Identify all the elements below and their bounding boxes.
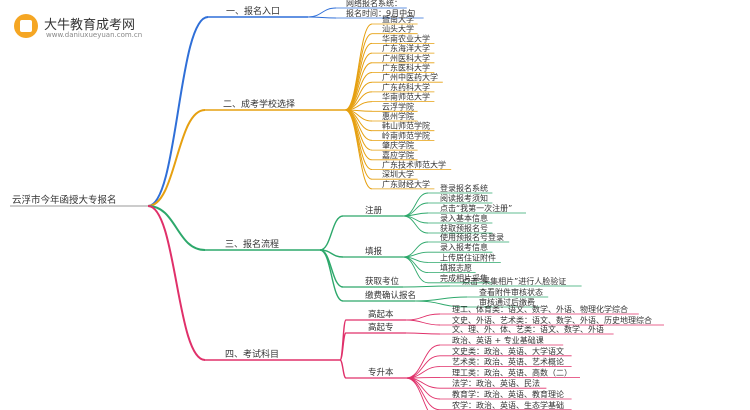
leaf-connector	[414, 300, 468, 308]
leaf-connector	[307, 16, 337, 19]
branch-4-sub-item: 政治、英语 + 专业基础课	[452, 335, 544, 345]
leaf-connector	[344, 42, 373, 111]
branch-2-item: 广东药科大学	[382, 82, 430, 92]
leaf-connector	[402, 256, 429, 284]
branch-3-sub-item: 点击“采集相片”进行人脸验证	[462, 276, 566, 286]
leaf-connector	[402, 212, 429, 217]
branch-4-sub-label: 高起本	[368, 309, 394, 320]
branch-1-item: 网络报名系统：	[346, 0, 402, 8]
root-node: 云浮市今年函授大专报名	[12, 194, 117, 206]
branch-2-item: 汕头大学	[382, 24, 414, 34]
branch-connector	[147, 109, 206, 207]
leaf-connector	[402, 192, 429, 217]
leaf-connector	[405, 377, 429, 410]
branch-4-sub-item: 文、理、外、体、艺类：语文、数学、外语	[452, 324, 604, 334]
leaf-connector	[414, 296, 468, 302]
leaf-connector	[402, 215, 429, 234]
branch-connector	[147, 16, 209, 207]
sub-connector	[339, 332, 347, 361]
branch-3-sub-label: 填报	[365, 246, 383, 257]
leaf-connector	[405, 366, 441, 379]
leaf-connector	[405, 313, 441, 321]
branch-4-sub-label: 高起专	[368, 322, 394, 333]
logo-url: www.daniuxueyuan.com.cn	[46, 31, 143, 39]
leaf-connector	[405, 332, 441, 335]
branch-3-label: 三、报名流程	[225, 238, 279, 250]
branch-3-sub-item: 登录报名系统	[440, 183, 488, 193]
branch-3-sub-item: 审核通过后缴费	[479, 297, 535, 307]
branch-2-item: 广东财经大学	[382, 179, 430, 189]
leaf-connector	[307, 7, 337, 18]
branch-2-item: 广东技术师范大学	[382, 160, 446, 170]
branch-2-item: 岭南师范学院	[382, 130, 430, 140]
branch-3-sub-item: 查看附件审核状态	[479, 287, 543, 297]
branch-2-item: 云浮学院	[382, 101, 414, 111]
branch-connector	[147, 205, 206, 361]
branch-2-item: 韩山师范学院	[382, 121, 430, 131]
leaf-connector	[405, 344, 441, 379]
branch-4-sub-item: 文史类：政治、英语、大学语文	[452, 346, 564, 356]
branch-2-item: 惠州学院	[382, 111, 414, 121]
branch-4-sub-item: 法学：政治、英语、民法	[452, 378, 540, 388]
branch-4-sub-item: 理工、体育类：语文、数学、外语、物理化学综合	[452, 304, 628, 314]
branch-1-item: 报名时间：9月中旬	[346, 8, 415, 18]
logo-title: 大牛教育成考网	[44, 18, 136, 33]
branch-4-sub-item: 农学：政治、英语、生态学基础	[452, 400, 564, 410]
branch-3-sub-item: 录入基本信息	[440, 213, 488, 223]
branch-2-item: 肇庆学院	[382, 140, 414, 150]
branch-4-sub-label: 专升本	[368, 367, 394, 378]
leaf-connector	[405, 377, 441, 400]
branch-2-item: 嘉应学院	[382, 150, 414, 160]
branch-3-sub-item: 点击“我第一次注册”	[440, 203, 512, 213]
branch-3-sub-label: 注册	[365, 205, 383, 216]
branch-1-label: 一、报名入口	[226, 5, 280, 17]
branch-3-sub-label: 缴费确认报名	[365, 290, 416, 301]
sub-connector	[339, 359, 347, 379]
branch-2-item: 广东海洋大学	[382, 43, 430, 53]
branch-2-item: 华南农业大学	[382, 33, 430, 43]
sub-connector	[339, 319, 347, 361]
branch-3-sub-item: 填报志愿	[440, 263, 472, 273]
leaf-connector	[402, 285, 451, 288]
branch-3-sub-item: 阅读报考须知	[440, 193, 488, 203]
branch-3-sub-item: 录入报考信息	[440, 242, 488, 252]
branch-3-sub-item: 上传居住证附件	[440, 252, 496, 262]
branch-4-sub-item: 文史、外语、艺术类：语文、数学、外语、历史地理综合	[452, 315, 652, 325]
branch-connector	[147, 205, 206, 251]
branch-3-sub-label: 获取考位	[365, 276, 400, 287]
branch-2-label: 二、成考学校选择	[223, 98, 295, 110]
book-icon	[14, 14, 38, 38]
sub-connector	[319, 249, 344, 302]
branch-4-sub-item: 理工类：政治、英语、高数（二）	[452, 367, 572, 377]
sub-connector	[319, 215, 344, 251]
branch-3-sub-item: 使用预报名号登录	[440, 232, 504, 242]
branch-3-sub-item: 完成相片采集	[440, 273, 488, 283]
leaf-connector	[405, 319, 441, 326]
site-logo: 大牛教育成考网 www.daniuxueyuan.com.cn	[4, 6, 142, 46]
branch-4-sub-item: 教育学：政治、英语、教育理论	[452, 389, 564, 399]
sub-connector	[319, 249, 344, 288]
branch-2-item: 深圳大学	[382, 169, 414, 179]
branch-2-item: 暨南大学	[382, 14, 414, 24]
branch-2-item: 广州医科大学	[382, 53, 430, 63]
branch-2-item: 广州中医药大学	[382, 72, 438, 82]
branch-4-label: 四、考试科目	[225, 348, 279, 360]
branch-2-item: 广东医科大学	[382, 63, 430, 73]
branch-4-sub-item: 艺术类：政治、英语、艺术概论	[452, 357, 564, 367]
leaf-connector	[344, 109, 373, 190]
branch-3-sub-item: 获取预报名号	[440, 223, 488, 233]
branch-2-item: 华南师范大学	[382, 92, 430, 102]
